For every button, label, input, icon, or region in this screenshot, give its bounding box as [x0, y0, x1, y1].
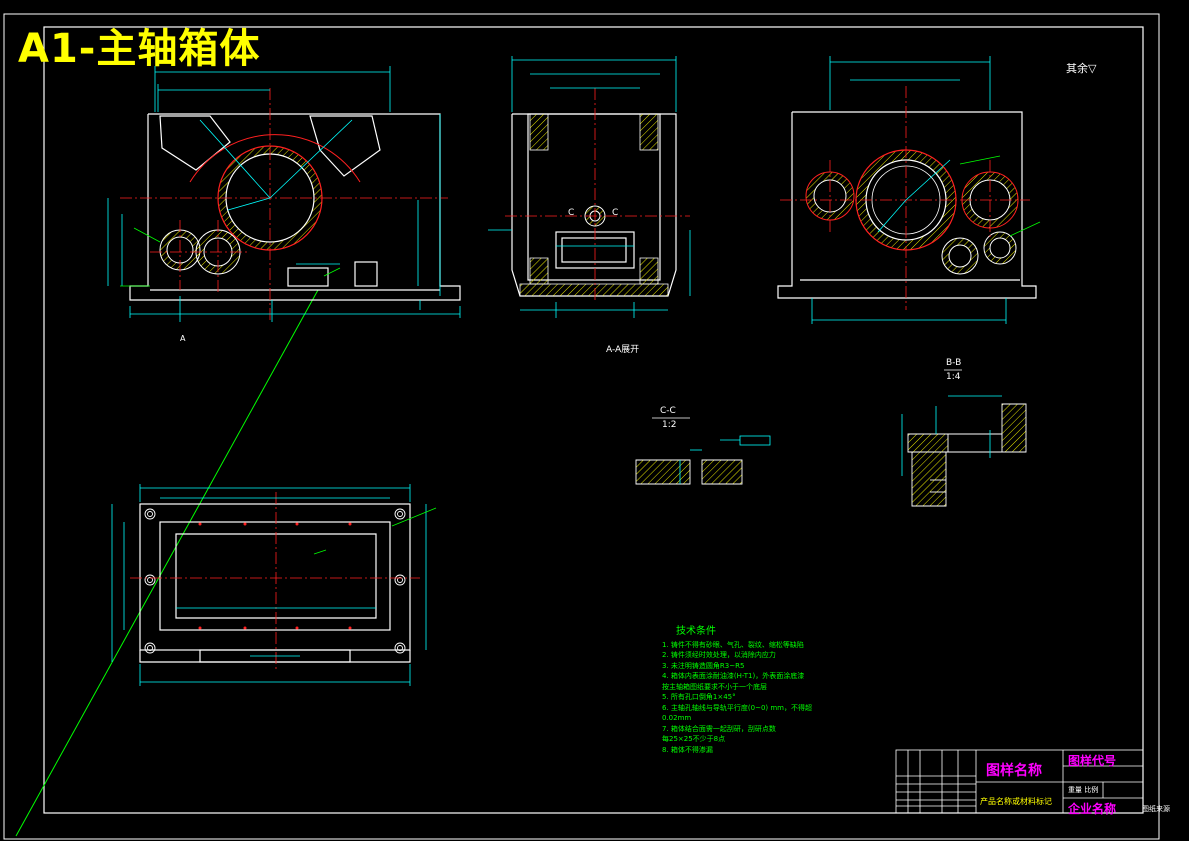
- title-block-scale: 重量 比例: [1068, 786, 1099, 794]
- section-cc-scale: 1:2: [662, 420, 677, 430]
- section-cc-label: C-C: [660, 406, 676, 416]
- view-arrow-a-label: A: [180, 334, 186, 343]
- tech-item: 0.02mm: [662, 714, 692, 722]
- section-view-aa: [488, 56, 691, 318]
- tech-item: 4. 箱体内表面涂耐油漆(H-T1)，外表面涂底漆: [662, 672, 805, 680]
- side-view-right: [777, 56, 1041, 324]
- title-block-drawing-name: 图样名称: [986, 763, 1042, 779]
- section-view-bb: [901, 369, 1027, 507]
- remainder-roughness-note: 其余▽: [1066, 62, 1097, 75]
- section-aa-label: A-A展开: [606, 345, 640, 355]
- section-view-cc: [635, 417, 771, 485]
- tech-requirements: 技术条件 1. 铸件不得有砂眼、气孔、裂纹、缩松等缺陷 2. 铸件须经时效处理，…: [662, 626, 822, 755]
- tech-item: 2. 铸件须经时效处理，以消除内应力: [662, 651, 776, 659]
- sheet-source-note: 图纸来源: [1142, 805, 1170, 813]
- drawing-title: A1-主轴箱体: [18, 26, 261, 72]
- top-view: [111, 484, 437, 686]
- tech-item: 3. 未注明铸造圆角R3~R5: [662, 661, 745, 670]
- detail-leader-line: [15, 289, 319, 837]
- tech-item: 6. 主轴孔轴线与导轨平行度(0~0) mm，不得超: [662, 703, 813, 712]
- title-block-product-material: 产品名称或材料标记: [980, 797, 1052, 806]
- tech-item: 按主轴箱图纸要求不小于一个底层: [662, 682, 767, 691]
- section-bb-label: B-B: [946, 358, 962, 368]
- title-block: [895, 749, 1144, 814]
- front-view: [107, 66, 461, 322]
- tech-requirements-title: 技术条件: [676, 626, 716, 637]
- tech-item: 7. 箱体结合面需一起刮研，刮研点数: [662, 724, 776, 733]
- drawing-frame: [3, 13, 1160, 840]
- section-bb-scale: 1:4: [946, 372, 961, 382]
- section-cut-c-left: C: [568, 208, 575, 218]
- section-cut-c-right: C: [612, 208, 619, 218]
- title-block-company-name: 企业名称: [1068, 802, 1117, 816]
- tech-item: 1. 铸件不得有砂眼、气孔、裂纹、缩松等缺陷: [662, 640, 804, 649]
- title-block-drawing-code: 图样代号: [1068, 754, 1117, 768]
- tech-item: 5. 所有孔口倒角1×45°: [662, 693, 736, 701]
- tech-item: 8. 箱体不得渗漏: [662, 745, 713, 754]
- tech-item: 每25×25不少于8点: [662, 735, 726, 743]
